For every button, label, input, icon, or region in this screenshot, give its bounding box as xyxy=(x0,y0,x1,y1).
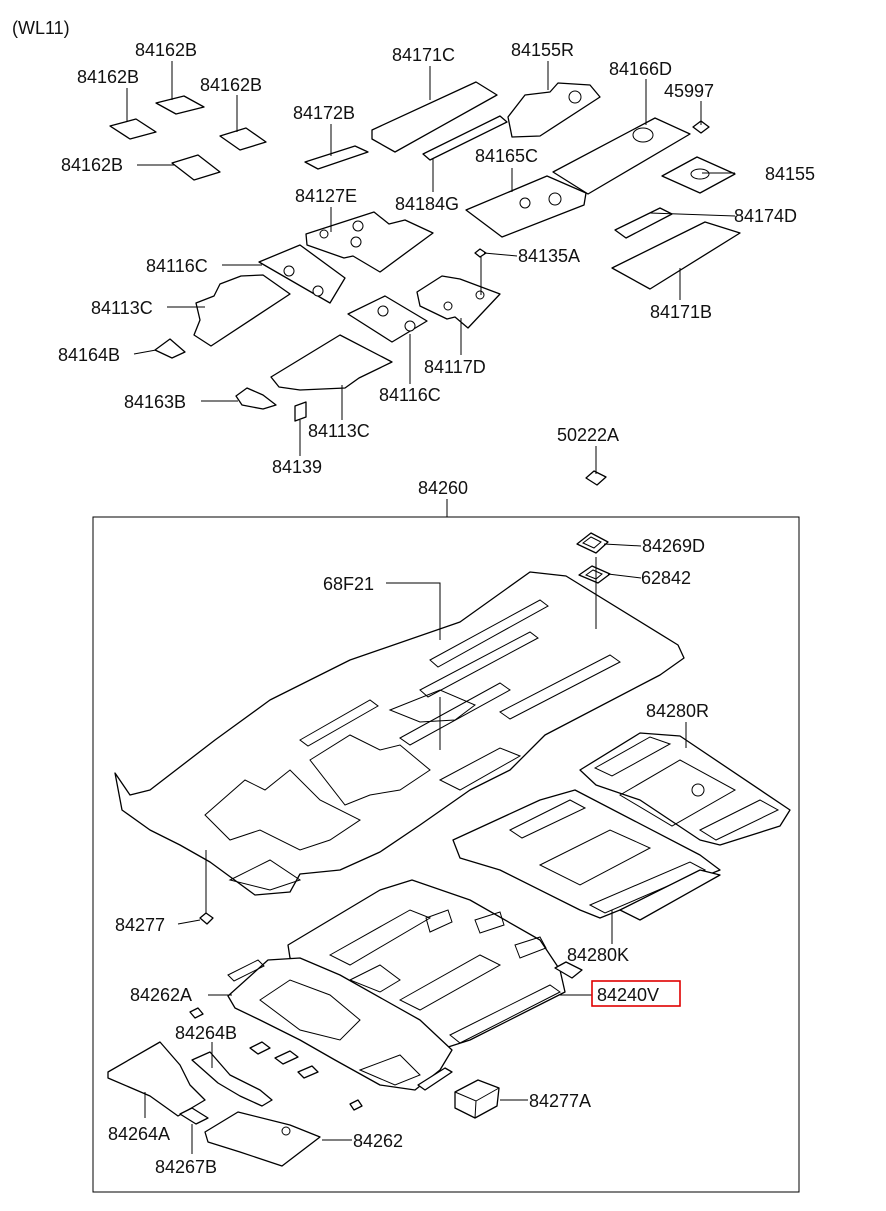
label-84171B[interactable]: 84171B xyxy=(650,302,712,322)
label-84162B-2[interactable]: 84162B xyxy=(77,67,139,87)
label-84155R[interactable]: 84155R xyxy=(511,40,574,60)
mat-84264A xyxy=(107,1041,206,1117)
part-62842 xyxy=(578,565,611,584)
part-84267B xyxy=(179,1107,209,1125)
part-labels: 84162B 84162B 84162B 84162B 84171C 84155… xyxy=(58,40,815,1177)
pad-84162B-d xyxy=(171,154,221,181)
label-84280K[interactable]: 84280K xyxy=(567,945,629,965)
label-84164B[interactable]: 84164B xyxy=(58,345,120,365)
label-84116C-1[interactable]: 84116C xyxy=(146,256,208,276)
upper-pads xyxy=(109,81,741,422)
label-84174D[interactable]: 84174D xyxy=(734,206,797,226)
pad-84117D xyxy=(416,275,501,329)
pad-84139 xyxy=(294,401,307,422)
label-84116C-2[interactable]: 84116C xyxy=(379,385,441,405)
pad-84162B-c xyxy=(219,127,267,151)
label-84280R[interactable]: 84280R xyxy=(646,701,709,721)
small-block-c xyxy=(274,1050,299,1065)
pad-84113C-b xyxy=(270,334,393,391)
pad-84164B xyxy=(154,338,186,359)
label-84162B-4[interactable]: 84162B xyxy=(61,155,123,175)
bracket-84264B xyxy=(191,1051,273,1107)
label-84269D[interactable]: 84269D xyxy=(642,536,705,556)
pad-84184G xyxy=(422,115,508,161)
label-84264A[interactable]: 84264A xyxy=(108,1124,170,1144)
label-84155[interactable]: 84155 xyxy=(765,164,815,184)
small-block-b xyxy=(249,1041,271,1055)
label-84162B-3[interactable]: 84162B xyxy=(200,75,262,95)
label-84267B[interactable]: 84267B xyxy=(155,1157,217,1177)
label-84127E[interactable]: 84127E xyxy=(295,186,357,206)
side-strip-84280K xyxy=(619,869,721,921)
label-84162B-1[interactable]: 84162B xyxy=(135,40,197,60)
small-block-e xyxy=(349,1099,363,1111)
label-84139[interactable]: 84139 xyxy=(272,457,322,477)
label-84184G[interactable]: 84184G xyxy=(395,194,459,214)
label-84163B[interactable]: 84163B xyxy=(124,392,186,412)
label-84113C-1[interactable]: 84113C xyxy=(91,298,153,318)
pad-84116C-b xyxy=(347,295,428,343)
pad-84162B-b xyxy=(109,118,157,140)
clip-50222A xyxy=(585,470,607,486)
pad-84174D xyxy=(614,207,673,239)
label-50222A[interactable]: 50222A xyxy=(557,425,619,445)
small-block-d xyxy=(297,1065,319,1079)
main-floor-carpet xyxy=(114,571,685,896)
label-84171C[interactable]: 84171C xyxy=(392,45,455,65)
block-84277A xyxy=(454,1079,500,1119)
clip-45997 xyxy=(692,120,710,134)
highlight-box-84240V xyxy=(591,980,681,1007)
label-84172B[interactable]: 84172B xyxy=(293,103,355,123)
pad-84155R xyxy=(507,82,601,138)
clip-near-84240V xyxy=(554,961,583,979)
pad-84166D xyxy=(552,117,691,195)
label-45997[interactable]: 45997 xyxy=(664,81,714,101)
model-code-label: (WL11) xyxy=(12,18,70,38)
label-84117D[interactable]: 84117D xyxy=(424,357,486,377)
leader-lines xyxy=(126,61,736,1154)
mat-84262 xyxy=(204,1111,321,1167)
pad-84171C xyxy=(371,81,498,153)
label-84277[interactable]: 84277 xyxy=(115,915,165,935)
label-84240V[interactable]: 84240V xyxy=(597,985,659,1005)
label-68F21[interactable]: 68F21 xyxy=(323,574,374,594)
label-84262A[interactable]: 84262A xyxy=(130,985,192,1005)
label-84264B[interactable]: 84264B xyxy=(175,1023,237,1043)
label-62842[interactable]: 62842 xyxy=(641,568,691,588)
label-84113C-2[interactable]: 84113C xyxy=(308,421,370,441)
part-84269D xyxy=(576,532,609,554)
pad-84116C-a xyxy=(258,244,346,304)
label-84260[interactable]: 84260 xyxy=(418,478,468,498)
pad-84162B-a xyxy=(155,95,205,115)
pad-84127E xyxy=(305,211,434,273)
label-84262[interactable]: 84262 xyxy=(353,1131,403,1151)
label-84277A[interactable]: 84277A xyxy=(529,1091,591,1111)
clip-84277 xyxy=(199,912,214,925)
rear-carpet-84280R xyxy=(579,732,791,846)
pad-84113C-a xyxy=(193,274,291,347)
pad-84163B xyxy=(235,387,277,410)
pad-84172B xyxy=(304,145,369,170)
label-84165C[interactable]: 84165C xyxy=(475,146,538,166)
pad-84171B xyxy=(611,221,741,290)
label-84135A[interactable]: 84135A xyxy=(518,246,580,266)
floor-carpet-assembly xyxy=(107,470,791,1167)
label-84166D[interactable]: 84166D xyxy=(609,59,672,79)
assembly-frame-84260 xyxy=(92,516,800,1193)
small-block-a xyxy=(189,1007,204,1019)
strip-near-84277A xyxy=(417,1067,453,1091)
